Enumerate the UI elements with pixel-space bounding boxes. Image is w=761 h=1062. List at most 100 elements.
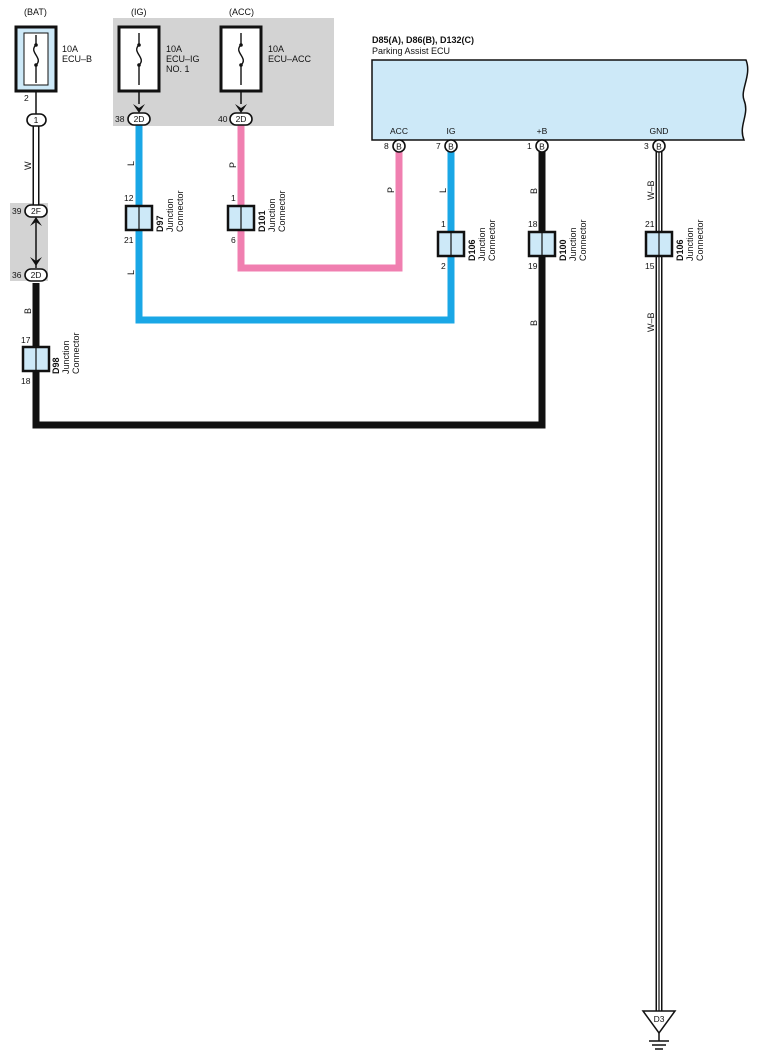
wire-label-wb2: W–B: [646, 312, 656, 332]
svg-text:D98: D98: [51, 357, 61, 374]
fuse-rating-acc: 10A: [268, 44, 284, 54]
junction-d97: 12 21 D97 Junction Connector: [124, 190, 185, 245]
svg-text:Connector: Connector: [487, 219, 497, 261]
connector-2d-ig: [127, 112, 151, 126]
svg-text:17: 17: [21, 335, 31, 345]
fuse-ecu-ig: [117, 25, 161, 93]
wire-b-black: [32, 150, 546, 429]
svg-text:Connector: Connector: [71, 332, 81, 374]
connector-1: [26, 113, 47, 127]
svg-text:Junction: Junction: [61, 340, 71, 374]
svg-text:Junction: Junction: [267, 198, 277, 232]
fuse-name-bat: ECU–B: [62, 54, 92, 64]
ig-arrow-icon: [133, 104, 145, 113]
connector-1-label: 1: [34, 115, 39, 125]
svg-text:B: B: [656, 142, 662, 152]
connector-2f-pin: 39: [12, 206, 22, 216]
ecu-terminal-acc-label: ACC: [390, 126, 408, 136]
ecu-terminal-gnd: B 3: [644, 139, 666, 153]
ground-triangle-icon: [641, 1010, 677, 1035]
junction-d98: 17 18 D98 Junction Connector: [21, 332, 81, 386]
junction-d106-ig: 1 2 D106 Junction Connector: [436, 219, 497, 271]
ecu-terminal-acc: B 8: [384, 139, 406, 153]
acc-arrow-icon: [235, 104, 247, 113]
svg-text:Connector: Connector: [695, 219, 705, 261]
svg-text:D97: D97: [155, 215, 165, 232]
wire-label-l2: L: [126, 270, 136, 275]
fuse-name-ig: ECU–IG: [166, 54, 200, 64]
svg-text:18: 18: [21, 376, 31, 386]
connector-2d-low-pin: 36: [12, 270, 22, 280]
svg-text:6: 6: [231, 235, 236, 245]
svg-text:12: 12: [124, 193, 134, 203]
svg-text:D106: D106: [675, 239, 685, 261]
svg-text:Connector: Connector: [175, 190, 185, 232]
fuse-name-acc: ECU–ACC: [268, 54, 312, 64]
fuse-rating-ig: 10A: [166, 44, 182, 54]
up-arrow-icon: [30, 217, 42, 226]
wire-label-l3: L: [438, 188, 448, 193]
svg-text:Connector: Connector: [578, 219, 588, 261]
ecu-name: Parking Assist ECU: [372, 46, 450, 56]
svg-text:21: 21: [124, 235, 134, 245]
wire-label-b1: B: [23, 308, 33, 314]
svg-text:1: 1: [231, 193, 236, 203]
ground-d3: D3: [641, 1010, 677, 1050]
fuse-name2-ig: NO. 1: [166, 64, 190, 74]
junction-d106-gnd: 21 15 D106 Junction Connector: [644, 219, 705, 271]
svg-text:1: 1: [441, 219, 446, 229]
down-arrow-icon: [30, 257, 42, 266]
fuse-source-ig: (IG): [131, 7, 147, 17]
svg-text:18: 18: [528, 219, 538, 229]
junction-d100: 18 19 D100 Junction Connector: [527, 219, 588, 271]
ecu-header: D85(A), D86(B), D132(C): [372, 35, 474, 45]
svg-text:19: 19: [528, 261, 538, 271]
fuse-bat-pin: 2: [24, 93, 29, 103]
wire-label-b3: B: [529, 320, 539, 326]
ecu-terminal-gnd-label: GND: [650, 126, 669, 136]
svg-text:1: 1: [527, 141, 532, 151]
connector-2f-label: 2F: [31, 206, 41, 216]
ecu-terminal-ig: B 7: [436, 139, 458, 153]
svg-text:15: 15: [645, 261, 655, 271]
svg-text:7: 7: [436, 141, 441, 151]
connector-2d-low-label: 2D: [31, 270, 42, 280]
fuse-source-bat: (BAT): [24, 7, 47, 17]
svg-text:B: B: [539, 142, 545, 152]
wire-label-wb1: W–B: [646, 180, 656, 200]
svg-text:2: 2: [441, 261, 446, 271]
svg-text:Junction: Junction: [568, 227, 578, 261]
fuse-ecu-b: [14, 25, 58, 93]
parking-assist-ecu-box: [371, 59, 749, 141]
connector-2d-ig-label: 2D: [134, 114, 145, 124]
connector-2f: [24, 204, 48, 218]
svg-text:21: 21: [645, 219, 655, 229]
wire-l-blue: [135, 125, 455, 324]
ecu-terminal-b: B 1: [527, 139, 549, 153]
svg-text:Connector: Connector: [277, 190, 287, 232]
svg-text:D106: D106: [467, 239, 477, 261]
ground-label: D3: [654, 1014, 665, 1024]
ecu-terminal-ig-label: IG: [447, 126, 456, 136]
fuse-ecu-acc: [219, 25, 263, 93]
svg-text:D101: D101: [257, 210, 267, 232]
svg-text:3: 3: [644, 141, 649, 151]
wire-label-b2: B: [529, 188, 539, 194]
connector-2d-low: [24, 268, 48, 282]
svg-text:Junction: Junction: [477, 227, 487, 261]
ecu-terminal-b-label: +B: [537, 126, 548, 136]
wire-p-pink: [237, 125, 403, 272]
wire-label-w: W: [23, 161, 33, 170]
wire-label-p1: P: [228, 162, 238, 168]
fuse-ig-pin: 38: [115, 114, 125, 124]
svg-text:8: 8: [384, 141, 389, 151]
svg-text:B: B: [396, 142, 402, 152]
connector-2d-acc-label: 2D: [236, 114, 247, 124]
fuse-acc-pin: 40: [218, 114, 228, 124]
svg-text:Junction: Junction: [165, 198, 175, 232]
svg-text:B: B: [448, 142, 454, 152]
svg-text:D100: D100: [558, 239, 568, 261]
svg-text:Junction: Junction: [685, 227, 695, 261]
fuse-rating-bat: 10A: [62, 44, 78, 54]
